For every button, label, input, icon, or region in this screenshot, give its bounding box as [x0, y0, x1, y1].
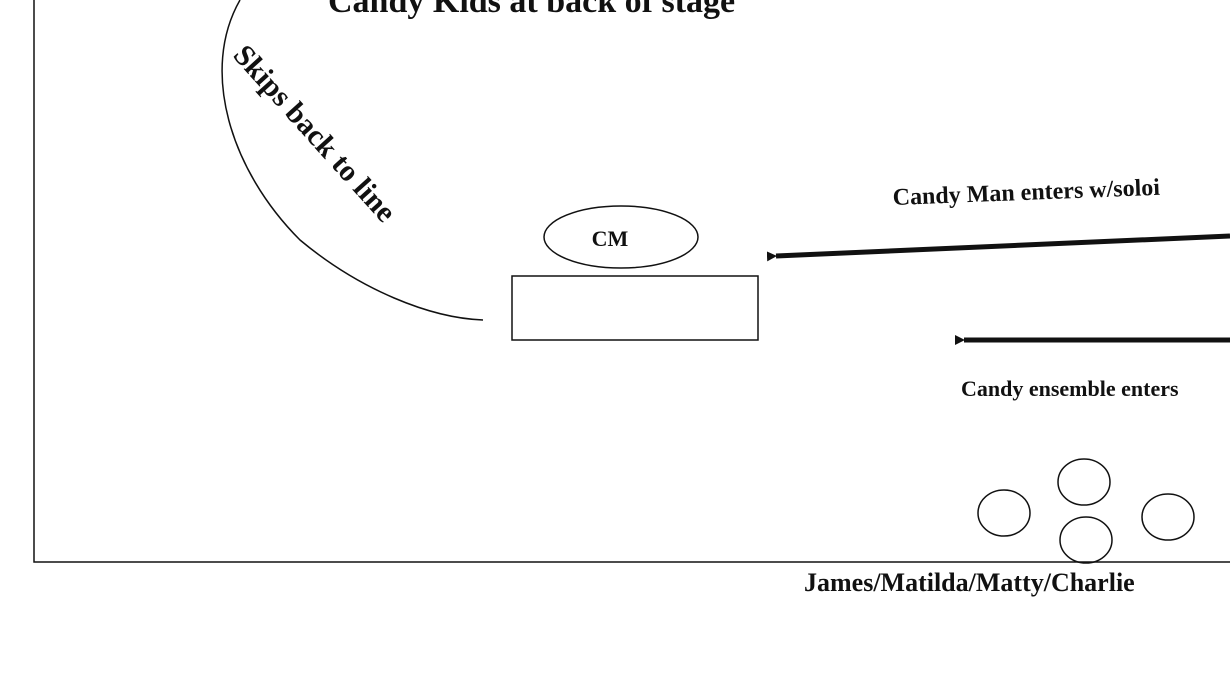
diagram-title: Candy Kids at back of stage: [328, 0, 735, 20]
performer-position: [1059, 516, 1113, 564]
performer-position: [977, 489, 1031, 537]
candy-man-marker: [543, 205, 699, 269]
skip-path-arc: [221, 0, 484, 321]
ensemble-entrance-label: Candy ensemble enters: [961, 376, 1179, 401]
performer-position: [1141, 493, 1195, 541]
group-label: James/Matilda/Matty/Charlie: [804, 568, 1135, 597]
candy-man-entrance-arrow: [766, 233, 1230, 262]
performer-position: [1057, 458, 1111, 506]
candy-man-entrance-label: Candy Man enters w/soloi: [892, 175, 1160, 211]
stage-platform: [511, 275, 759, 341]
arc-label: Skips back to line: [227, 39, 403, 229]
cm-label: CM: [592, 226, 629, 251]
stage-boundary: [33, 0, 1230, 563]
